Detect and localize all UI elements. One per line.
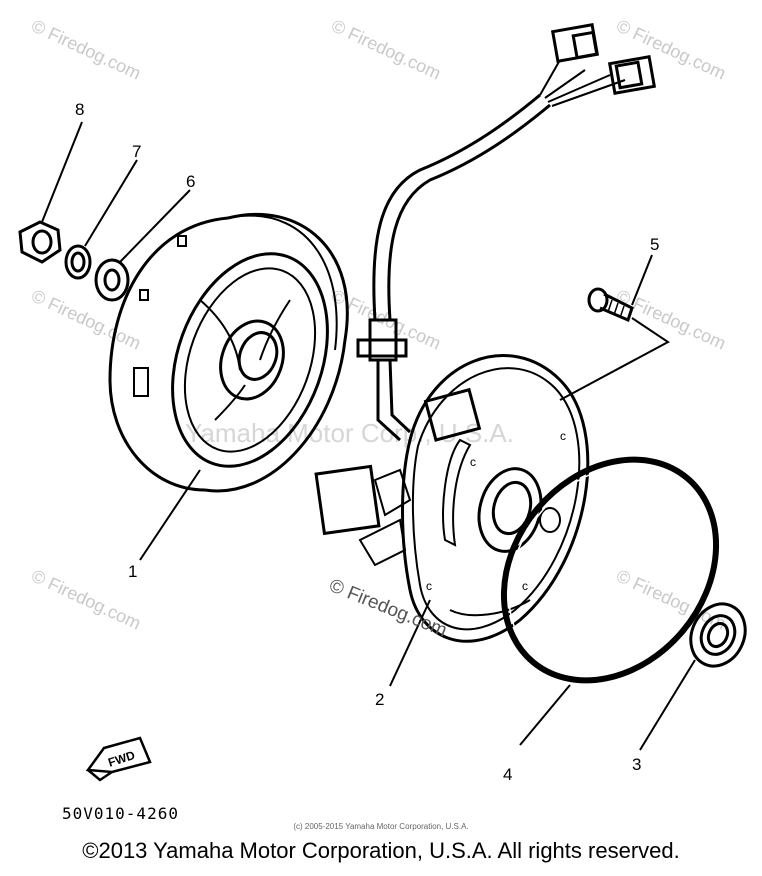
svg-text:c: c (560, 429, 566, 443)
part-code: 50V010-4260 (62, 804, 179, 823)
callout-numbers: 8 7 6 5 1 2 4 3 (75, 100, 659, 784)
callout-7: 7 (132, 142, 141, 161)
watermark-text: © Firedog.com (328, 15, 444, 83)
watermark-layer: © Firedog.com © Firedog.com © Firedog.co… (28, 15, 729, 633)
stator-assembly: c c c c (314, 23, 657, 643)
leader-lines (41, 121, 696, 751)
watermark-text: © Firedog.com (28, 15, 144, 83)
callout-1: 1 (128, 562, 137, 581)
watermark-text: © Firedog.com (28, 565, 144, 633)
svg-text:c: c (522, 579, 528, 593)
fwd-arrow: FWD (85, 736, 152, 782)
svg-text:c: c (426, 579, 432, 593)
callout-4: 4 (503, 765, 512, 784)
watermark-text: © Firedog.com (613, 285, 729, 353)
footer-copyright: ©2013 Yamaha Motor Corporation, U.S.A. A… (82, 838, 680, 863)
callout-5: 5 (650, 235, 659, 254)
o-ring (500, 456, 720, 684)
watermark-text: © Firedog.com (613, 15, 729, 83)
flywheel-rotor (108, 212, 349, 493)
oil-seal (689, 602, 747, 668)
nut-washer-set (18, 220, 130, 302)
svg-text:c: c (470, 455, 476, 469)
callout-6: 6 (186, 172, 195, 191)
screw (587, 287, 634, 323)
callout-3: 3 (632, 755, 641, 774)
callout-2: 2 (375, 690, 384, 709)
callout-8: 8 (75, 100, 84, 119)
small-copyright: (c) 2005-2015 Yamaha Motor Corporation, … (293, 822, 469, 831)
